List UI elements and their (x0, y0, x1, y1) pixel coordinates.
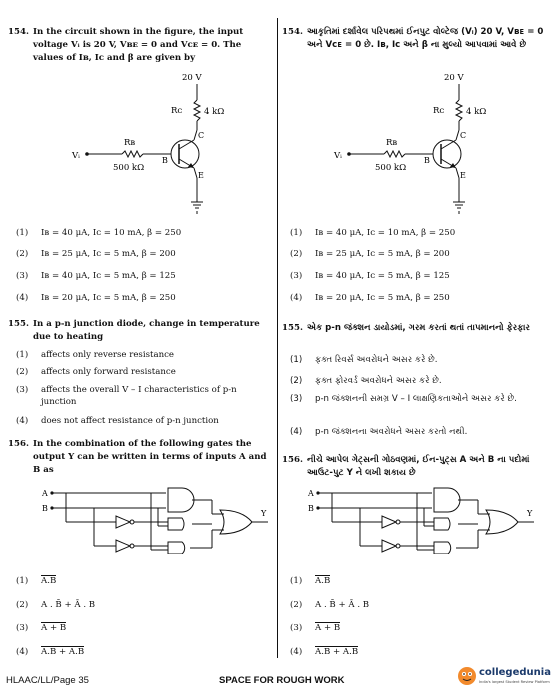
input-b-label: B (308, 504, 314, 513)
emitter-label: E (198, 171, 204, 180)
question-stem: In a p-n junction diode, change in tempe… (33, 319, 260, 342)
brand-tagline: India's largest Student Review Platform (479, 680, 550, 684)
rc-label: Rᴄ (171, 106, 182, 116)
base-label: B (424, 156, 430, 165)
collegedunia-logo[interactable]: collegedunia India's largest Student Rev… (457, 663, 551, 691)
question-stem: In the combination of the following gate… (33, 439, 267, 475)
question-number: 154. (8, 27, 29, 37)
rb-value: 500 kΩ (113, 163, 144, 173)
input-a-label: A (41, 489, 48, 498)
question-stem: આકૃતિમાં દર્શાવેલ પરિપથમાં ઈનપુટ વોલ્ટેજ… (307, 27, 544, 50)
page-footer: HLAAC/LL/Page 35 SPACE FOR ROUGH WORK co… (0, 661, 553, 693)
input-a-label: A (307, 489, 314, 498)
logic-gate-diagram: A B Y (307, 487, 534, 554)
question-stem: In the circuit shown in the figure, the … (33, 27, 244, 63)
brand-name: collegedunia (479, 667, 551, 678)
collector-label: C (198, 131, 204, 140)
question-155: 155. In a p-n junction diode, change in … (8, 318, 274, 346)
question-154: 154. In the circuit shown in the figure,… (8, 26, 274, 70)
vi-label: Vᵢ (71, 151, 80, 161)
input-b-label: B (42, 504, 48, 513)
rc-value: 4 kΩ (466, 107, 486, 117)
supply-voltage-label: 20 V (444, 73, 465, 83)
question-155-gujarati: 155. એક p-n જંક્શન ડાયોડમાં, ગરમ કરતાં થ… (282, 322, 546, 350)
vi-label: Vᵢ (333, 151, 342, 161)
question-number: 155. (282, 323, 303, 333)
transistor-circuit-diagram: 20 V Rᴄ 4 kΩ C E Vᵢ Rʙ 500 kΩ B (71, 73, 224, 214)
transistor-circuit-diagram: 20 V Rᴄ 4 kΩ C E Vᵢ Rʙ 500 kΩ B (333, 73, 486, 214)
mascot-icon (458, 667, 476, 685)
collector-label: C (460, 131, 466, 140)
base-label: B (162, 156, 168, 165)
question-156: 156. In the combination of the following… (8, 438, 274, 478)
question-stem: નીચે આપેલ ગેટ્સની ગોઠવણમાં, ઈન-પુટ્સ A અ… (307, 455, 530, 478)
column-divider (277, 18, 278, 658)
option-3[interactable]: (3)affects the overall V – I characteris… (16, 385, 237, 407)
output-y-label: Y (260, 509, 267, 518)
rough-work-note: SPACE FOR ROUGH WORK (219, 675, 345, 686)
logic-gate-diagram: A B Y (41, 487, 268, 554)
page-reference: HLAAC/LL/Page 35 (6, 675, 89, 686)
question-number: 156. (8, 439, 29, 449)
question-number: 155. (8, 319, 29, 329)
option-3[interactable]: (3)p-n જંક્શનની સમગ્ર V – I લાક્ષણિકતાઓન… (290, 394, 517, 404)
emitter-label: E (460, 171, 466, 180)
question-stem: એક p-n જંક્શન ડાયોડમાં, ગરમ કરતાં થતાં ત… (307, 323, 530, 333)
rb-label: Rʙ (124, 138, 135, 148)
question-156-gujarati: 156. નીચે આપેલ ગેટ્સની ગોઠવણમાં, ઈન-પુટ્… (282, 454, 546, 484)
english-column: 154. In the circuit shown in the figure,… (8, 0, 274, 657)
rb-label: Rʙ (386, 138, 397, 148)
question-number: 156. (282, 455, 303, 465)
rc-value: 4 kΩ (204, 107, 224, 117)
rb-value: 500 kΩ (375, 163, 406, 173)
supply-voltage-label: 20 V (182, 73, 203, 83)
rc-label: Rᴄ (433, 106, 444, 116)
gujarati-column: 154. આકૃતિમાં દર્શાવેલ પરિપથમાં ઈનપુટ વો… (282, 0, 546, 657)
question-154-gujarati: 154. આકૃતિમાં દર્શાવેલ પરિપથમાં ઈનપુટ વો… (282, 26, 546, 70)
output-y-label: Y (526, 509, 533, 518)
question-number: 154. (282, 27, 303, 37)
